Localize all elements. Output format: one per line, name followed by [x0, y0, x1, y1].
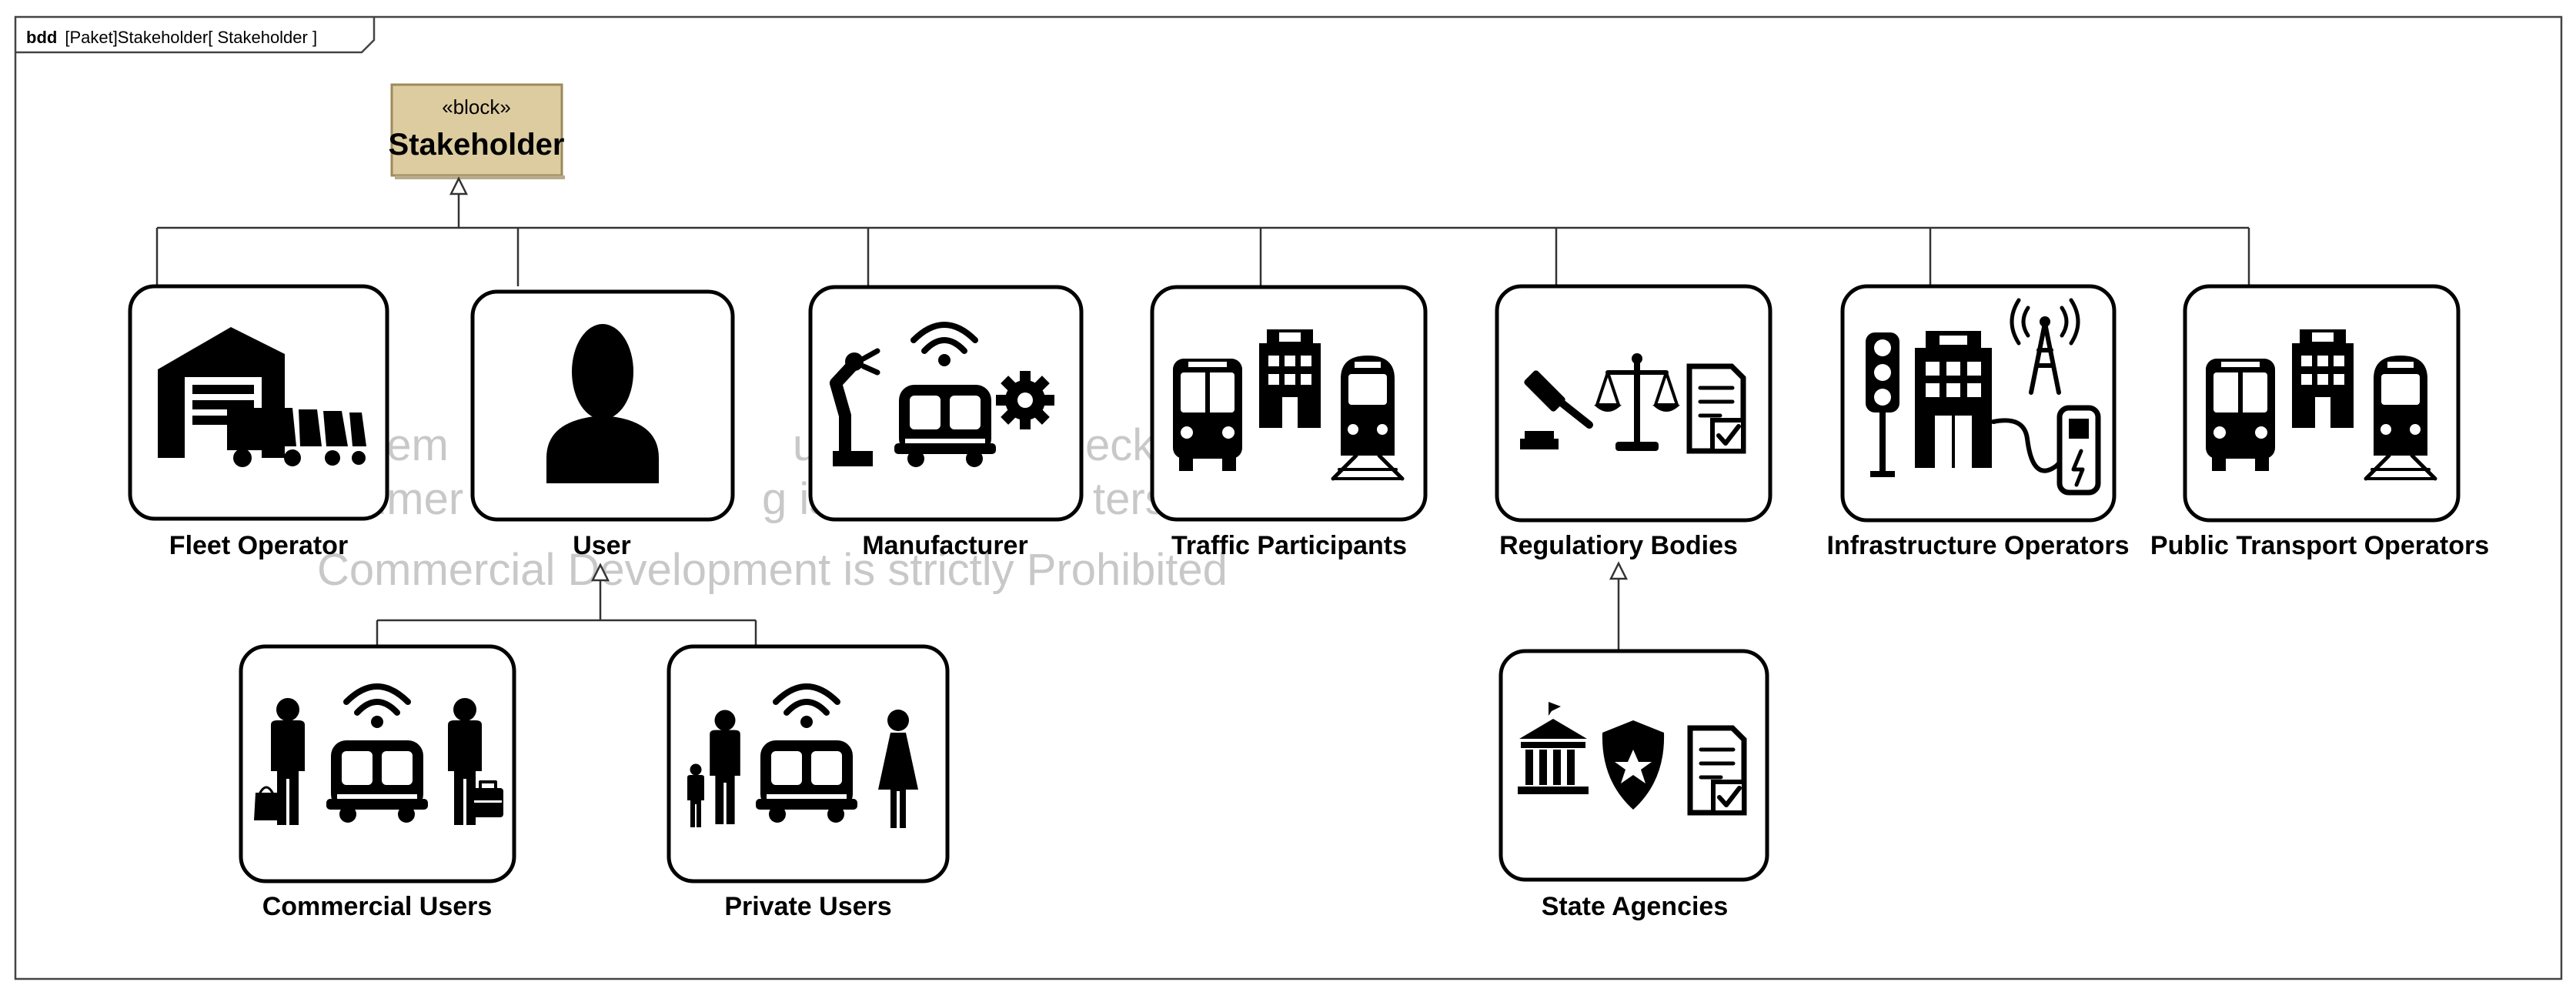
inheritance-arrowhead-user: [590, 563, 610, 582]
watermark: dem ur fü ecke umer g is ters Commercial…: [317, 420, 1228, 595]
frame-kind: bdd: [26, 28, 57, 47]
government-badge-document-icon: [1518, 702, 1744, 813]
node-infrastructure-operators[interactable]: Infrastructure Operators: [1827, 284, 2130, 560]
node-label: Fleet Operator: [169, 531, 348, 560]
node-traffic-participants[interactable]: Traffic Participants: [1150, 285, 1428, 560]
node-label: Manufacturer: [862, 531, 1027, 560]
node-fleet-operator[interactable]: Fleet Operator: [128, 284, 389, 560]
node-label: User: [573, 531, 631, 560]
person-icon: [546, 324, 659, 483]
node-state-agencies[interactable]: State Agencies: [1498, 649, 1769, 921]
watermark-line3: Commercial Development is strictly Prohi…: [317, 545, 1228, 595]
node-label: Private Users: [724, 892, 891, 921]
node-label: Commercial Users: [262, 892, 493, 921]
node-label: Infrastructure Operators: [1827, 531, 2130, 560]
inheritance-arrowhead: [449, 176, 469, 195]
node-public-transport-operators[interactable]: Public Transport Operators: [2150, 284, 2489, 560]
inheritance-arrowhead-regulatory: [1609, 561, 1629, 580]
frame-tab: [15, 17, 376, 54]
block-stakeholder[interactable]: «block» Stakeholder: [389, 83, 565, 179]
node-fleet-operator-tile: [128, 284, 389, 521]
block-name: Stakeholder: [389, 128, 565, 162]
node-label: Public Transport Operators: [2150, 531, 2489, 560]
node-commercial-users[interactable]: Commercial Users: [239, 644, 516, 921]
node-label: Traffic Participants: [1171, 531, 1407, 560]
trafficlight-building-antenna-charger-icon: [1866, 298, 2101, 496]
frame-name: [Paket]Stakeholder[ Stakeholder ]: [65, 28, 317, 47]
gavel-scales-document-icon: [1520, 353, 1743, 451]
family-shuttle-icon: [687, 686, 918, 828]
node-label: Regulatiory Bodies: [1499, 531, 1738, 560]
block-shadow: [395, 175, 565, 179]
node-regulatory-bodies-tile: [1495, 284, 1772, 523]
frame-title: bdd [Paket]Stakeholder[ Stakeholder ]: [26, 28, 317, 47]
node-label: State Agencies: [1542, 892, 1729, 921]
node-regulatory-bodies[interactable]: Regulatiory Bodies: [1495, 284, 1772, 560]
node-user[interactable]: User: [470, 289, 735, 560]
node-manufacturer[interactable]: Manufacturer: [808, 285, 1084, 560]
node-private-users[interactable]: Private Users: [667, 644, 950, 921]
diagram-frame: [14, 15, 2563, 980]
people-shuttle-bags-icon: [254, 686, 503, 825]
robot-arm-shuttle-gear-icon: [830, 325, 1054, 467]
block-stereotype: «block»: [442, 95, 511, 119]
generalization-connectors: [155, 176, 2250, 651]
warehouse-truck-icon: [158, 327, 366, 467]
